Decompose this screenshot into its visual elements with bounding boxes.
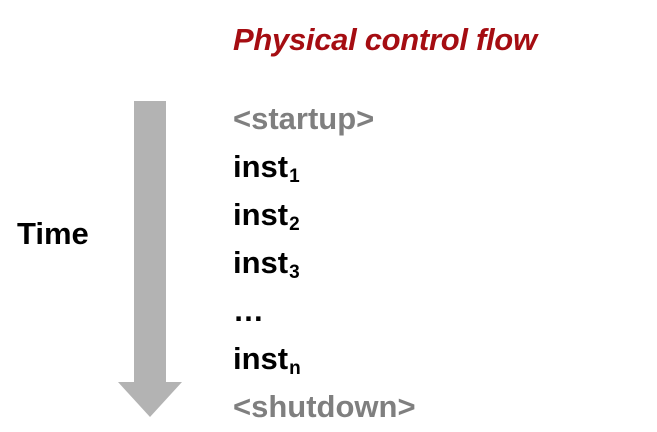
time-axis-label: Time [17,216,89,251]
flow-item-shutdown: <shutdown> [233,383,416,431]
flow-item-inst-n: instn [233,335,416,383]
flow-item-text: inst [233,197,289,232]
flow-item-subscript: 2 [289,214,300,235]
flow-item-subscript: 1 [289,166,300,187]
flow-item-startup: <startup> [233,95,416,143]
flow-item-text: … [233,293,264,328]
flow-item-subscript: n [289,358,301,379]
flow-item-inst-3: inst3 [233,239,416,287]
flow-item-text: inst [233,149,289,184]
flow-item-text: <shutdown> [233,389,416,424]
time-arrow-shape [118,101,182,417]
flow-item-inst-2: inst2 [233,191,416,239]
flow-item-inst-1: inst1 [233,143,416,191]
down-arrow-icon [118,101,182,417]
flow-item-ellipsis: … [233,287,416,335]
flow-item-text: <startup> [233,101,375,136]
flow-item-subscript: 3 [289,262,300,283]
diagram-title: Physical control flow [233,22,537,57]
flow-item-text: inst [233,245,289,280]
control-flow-sequence: <startup> inst1 inst2 inst3 … instn <shu… [233,95,416,431]
flow-item-text: inst [233,341,289,376]
